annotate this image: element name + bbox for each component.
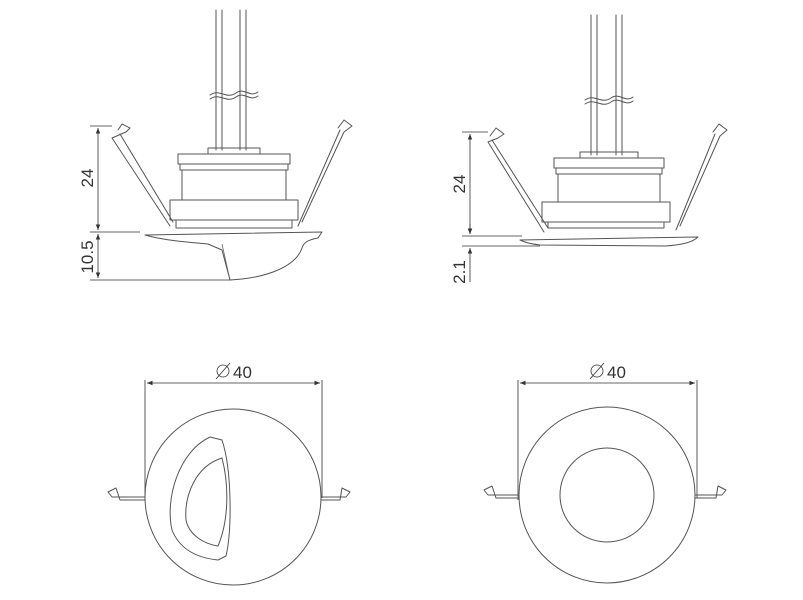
dimension-label-24: 24 <box>450 175 469 194</box>
spring-clips <box>483 485 727 499</box>
wires <box>584 14 634 156</box>
flange <box>519 236 699 247</box>
eyelid-opening <box>169 436 231 561</box>
spring-clips <box>111 119 353 227</box>
flange-and-eyelid <box>144 231 323 281</box>
spring-clips <box>107 487 351 501</box>
dimension-label-2-1: 2.1 <box>450 260 469 284</box>
spring-clips <box>487 123 728 233</box>
dimension-label-10-5: 10.5 <box>78 240 97 273</box>
dimension-label-diameter: 40 <box>233 363 252 382</box>
lamp-body <box>169 147 299 229</box>
dimension-label-diameter: 40 <box>607 363 626 382</box>
dimension-height: 24 2.1 <box>450 131 540 284</box>
dimension-height: 24 10.5 <box>78 125 230 281</box>
diameter-icon <box>589 362 605 380</box>
side-view-right: 24 2.1 <box>450 14 728 284</box>
side-view-left: 24 10.5 <box>78 9 353 281</box>
top-view-right: 40 <box>483 362 727 584</box>
wires <box>209 9 259 151</box>
lens-opening <box>559 447 655 543</box>
diameter-icon <box>215 362 231 380</box>
trim-outline <box>518 406 696 584</box>
dimension-label-24: 24 <box>78 169 97 188</box>
top-view-left: 40 <box>107 362 351 586</box>
lamp-body <box>541 151 671 229</box>
